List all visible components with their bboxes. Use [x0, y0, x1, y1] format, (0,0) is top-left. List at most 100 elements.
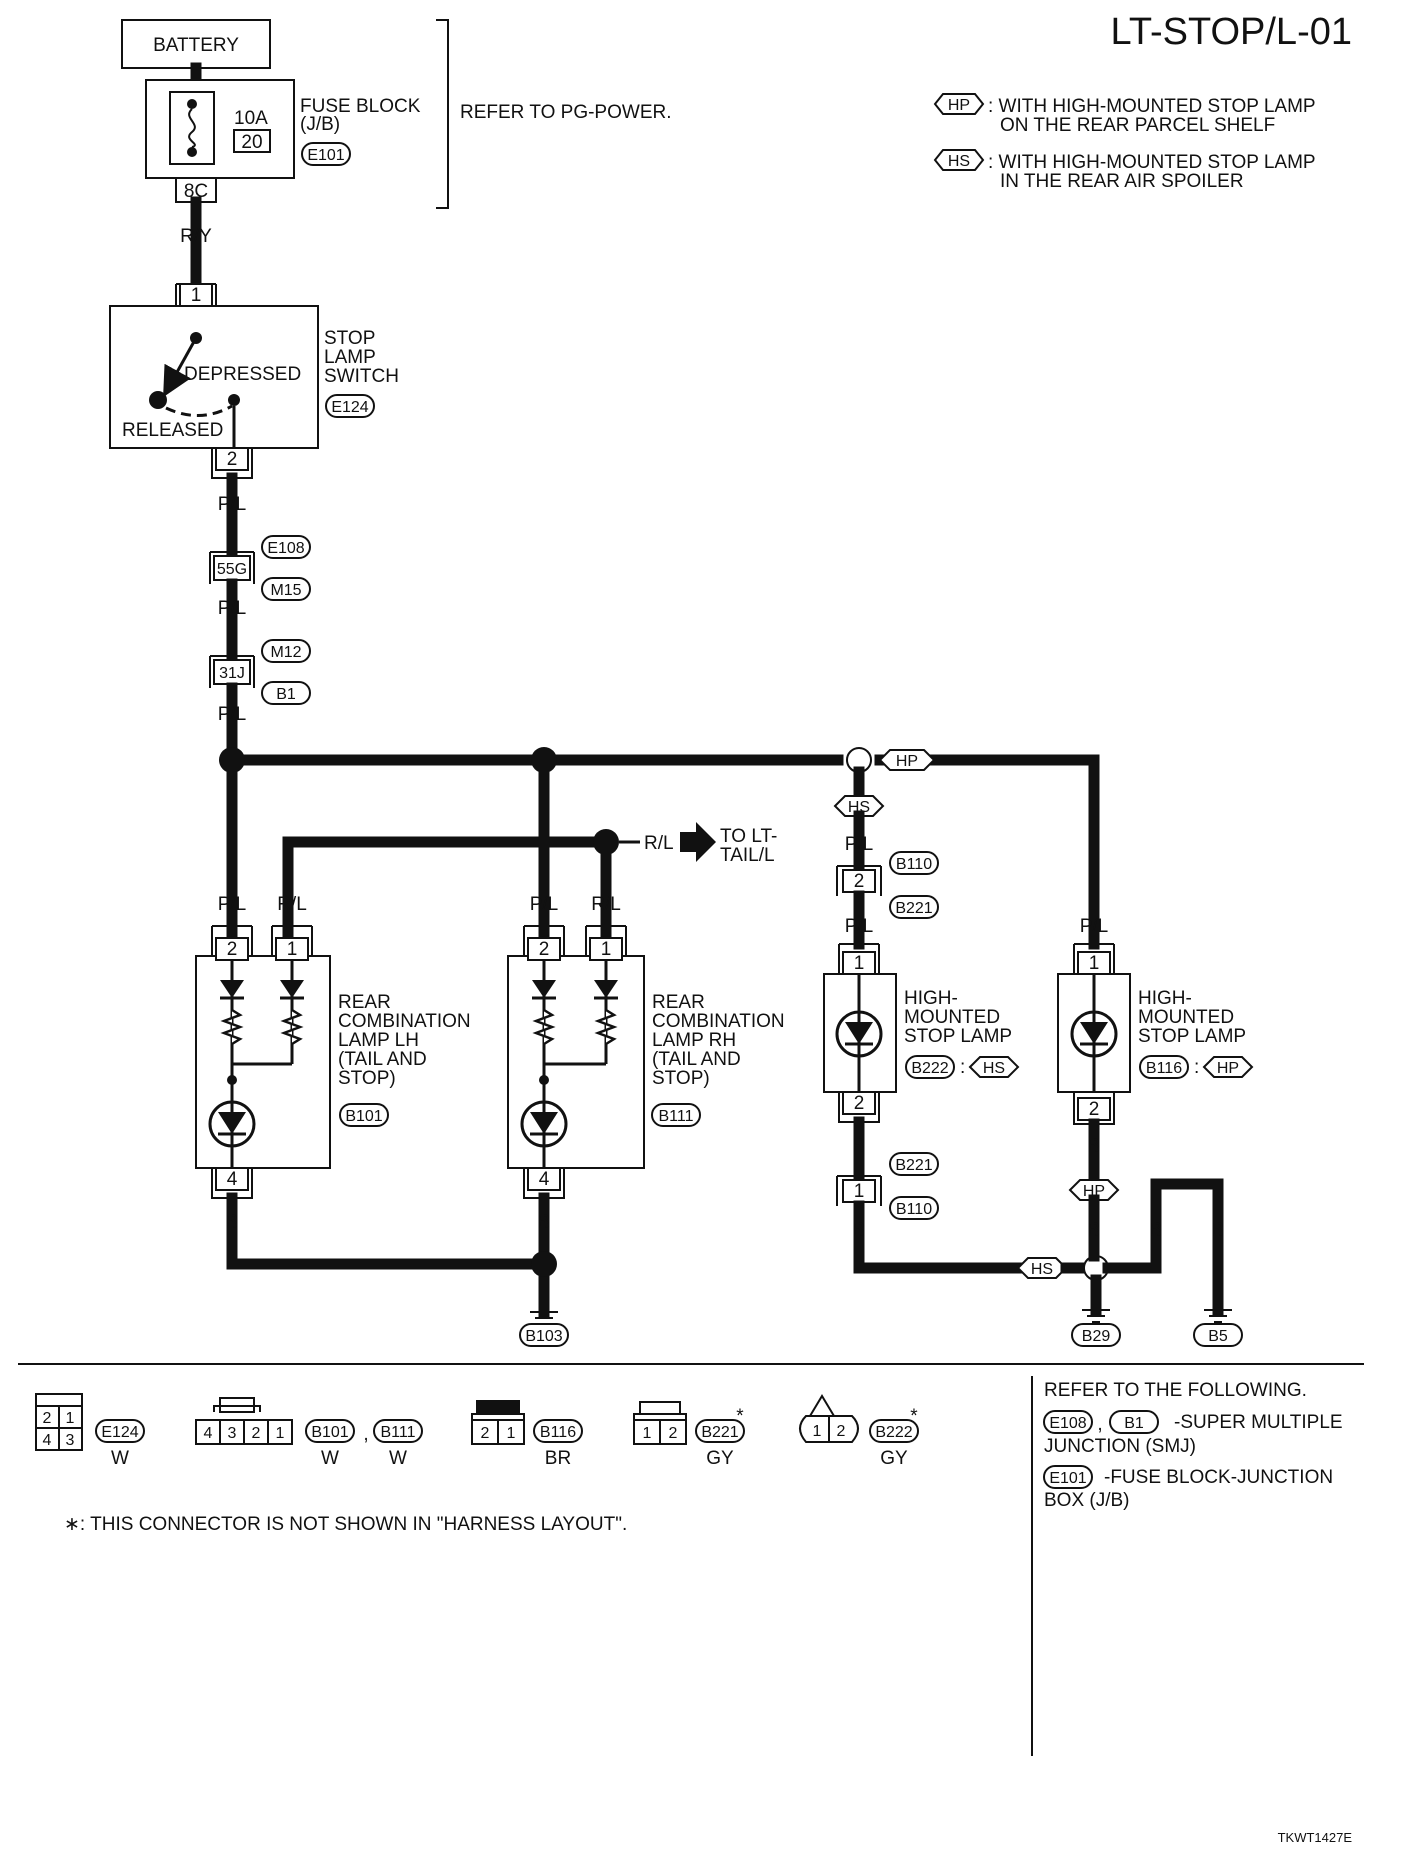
svg-text:1: 1 — [66, 1410, 75, 1427]
wire-pl-3: P/L — [218, 704, 247, 725]
wire-b-lh: B — [226, 1212, 239, 1233]
svg-text:1: 1 — [854, 1181, 865, 1202]
svg-text:B111: B111 — [659, 1108, 694, 1125]
svg-text:M12: M12 — [270, 644, 301, 661]
fuse-amp: 10A — [234, 108, 268, 129]
svg-text:B221: B221 — [895, 1157, 932, 1174]
svg-text:B221: B221 — [701, 1424, 738, 1441]
wire-b-hp-2: B — [1088, 1220, 1101, 1241]
svg-text:BR: BR — [545, 1448, 571, 1469]
svg-text:LAMP LH: LAMP LH — [338, 1030, 419, 1051]
svg-text:B222: B222 — [875, 1424, 912, 1441]
switch-name1: STOP — [324, 328, 375, 349]
fuse-name2: (J/B) — [300, 114, 340, 135]
svg-text:*: * — [910, 1406, 918, 1427]
svg-text:2: 2 — [227, 449, 238, 470]
wire-b-b5: B — [1212, 1220, 1225, 1241]
wire-pl-hs: P/L — [845, 834, 874, 855]
svg-text:STOP LAMP: STOP LAMP — [904, 1026, 1012, 1047]
svg-text:4: 4 — [539, 1169, 550, 1190]
svg-text:,: , — [363, 1424, 368, 1445]
svg-text:2: 2 — [837, 1423, 846, 1440]
legend-hs-line1: : WITH HIGH-MOUNTED STOP LAMP — [988, 152, 1316, 173]
svg-text:*: * — [736, 1406, 744, 1427]
svg-text:(TAIL AND: (TAIL AND — [652, 1049, 741, 1070]
svg-text:MOUNTED: MOUNTED — [1138, 1007, 1234, 1028]
hp-ground-tag: HP — [1083, 1183, 1105, 1200]
hs-joint-bot: 1 B221 B110 — [836, 1152, 939, 1220]
svg-text:1: 1 — [813, 1423, 822, 1440]
legend-hp-line1: : WITH HIGH-MOUNTED STOP LAMP — [988, 96, 1316, 117]
ground-splice-1 — [531, 1251, 557, 1277]
wire-ry: R/Y — [180, 226, 212, 247]
connector-b116: 2 1 B116 BR — [471, 1400, 583, 1469]
high-mounted-stop-lamp-hp: 1 HIGH- MOUNTED STOP LAMP B116 : HP 2 — [1057, 943, 1254, 1125]
svg-text:B116: B116 — [1146, 1060, 1182, 1077]
svg-text:1: 1 — [191, 285, 202, 306]
switch-name2: LAMP — [324, 347, 376, 368]
svg-text:MOUNTED: MOUNTED — [904, 1007, 1000, 1028]
tail-arrow — [680, 822, 716, 862]
wire-pl-hp: P/L — [1080, 916, 1109, 937]
ground-b5: B5 — [1193, 1309, 1243, 1347]
legend-hp-code: HP — [948, 97, 970, 114]
fuse-name1: FUSE BLOCK — [300, 96, 421, 117]
svg-text:BOX (J/B): BOX (J/B) — [1044, 1490, 1130, 1511]
refer-box: REFER TO THE FOLLOWING. E108 , B1 -SUPER… — [1043, 1380, 1343, 1511]
svg-text:REFER TO THE FOLLOWING.: REFER TO THE FOLLOWING. — [1044, 1380, 1307, 1401]
svg-text:HIGH-: HIGH- — [904, 988, 958, 1009]
svg-text:W: W — [389, 1448, 407, 1469]
svg-text:2: 2 — [252, 1425, 261, 1442]
svg-text:55G: 55G — [217, 561, 247, 578]
svg-text:4: 4 — [204, 1425, 213, 1442]
wire-b-hs: B — [853, 1136, 866, 1157]
svg-text:4: 4 — [227, 1169, 238, 1190]
fuse-number: 20 — [241, 132, 262, 153]
wire-rl-tail: R/L — [644, 833, 674, 854]
figure-id: TKWT1427E — [1278, 1830, 1353, 1845]
svg-text:E108: E108 — [1049, 1415, 1086, 1432]
svg-text:3: 3 — [228, 1425, 237, 1442]
svg-text:3: 3 — [66, 1432, 75, 1449]
svg-text:LAMP RH: LAMP RH — [652, 1030, 736, 1051]
wire-pl-lh: P/L — [218, 894, 247, 915]
wire-b-hs-2: B — [853, 1220, 866, 1241]
svg-text:1: 1 — [854, 953, 865, 974]
rear-combination-lamp-rh: 2 1 REAR COMBINATION LAMP RH (TAIL AND S… — [507, 925, 785, 1199]
svg-text:1: 1 — [276, 1425, 285, 1442]
switch-name3: SWITCH — [324, 366, 399, 387]
svg-text:2: 2 — [669, 1425, 678, 1442]
svg-text:B111: B111 — [381, 1424, 416, 1441]
legend: HP : WITH HIGH-MOUNTED STOP LAMP ON THE … — [933, 93, 1316, 192]
svg-text:B103: B103 — [525, 1328, 562, 1345]
wire-pl-rh: P/L — [530, 894, 559, 915]
svg-text:-SUPER MULTIPLE: -SUPER MULTIPLE — [1174, 1412, 1343, 1433]
svg-text:W: W — [111, 1448, 129, 1469]
switch-released: RELEASED — [122, 420, 223, 441]
svg-text:2: 2 — [1089, 1099, 1100, 1120]
svg-text::: : — [1194, 1057, 1199, 1078]
svg-text:2: 2 — [854, 871, 865, 892]
svg-text:STOP): STOP) — [338, 1068, 396, 1089]
to-tail-line1: TO LT- — [720, 826, 777, 847]
wire-rl-lh: R/L — [277, 894, 307, 915]
svg-text:JUNCTION (SMJ): JUNCTION (SMJ) — [1044, 1436, 1196, 1457]
svg-text:COMBINATION: COMBINATION — [652, 1011, 785, 1032]
svg-text:STOP LAMP: STOP LAMP — [1138, 1026, 1246, 1047]
hs-joint-top: 2 B110 B221 — [836, 851, 939, 919]
svg-text:B5: B5 — [1208, 1328, 1228, 1345]
svg-text:1: 1 — [287, 939, 298, 960]
wire-pl-hs-2: P/L — [845, 916, 874, 937]
svg-text:B1: B1 — [1124, 1415, 1144, 1432]
svg-text:E124: E124 — [101, 1424, 138, 1441]
stop-lamp-switch: 1 DEPRESSED RELEASED STOP LAMP SWITCH E1… — [109, 283, 399, 479]
legend-hs-code: HS — [948, 153, 970, 170]
svg-text:31J: 31J — [219, 665, 245, 682]
svg-text:B110: B110 — [896, 856, 932, 873]
svg-text:B116: B116 — [540, 1424, 576, 1441]
svg-text:STOP): STOP) — [652, 1068, 710, 1089]
svg-text:B221: B221 — [895, 900, 932, 917]
connector-e124: 2 1 4 3 E124 W — [35, 1393, 145, 1469]
connector-b101-b111: 4 3 2 1 B101 , B111 W W — [195, 1397, 423, 1469]
wire-b-jump: B — [1150, 1220, 1163, 1241]
